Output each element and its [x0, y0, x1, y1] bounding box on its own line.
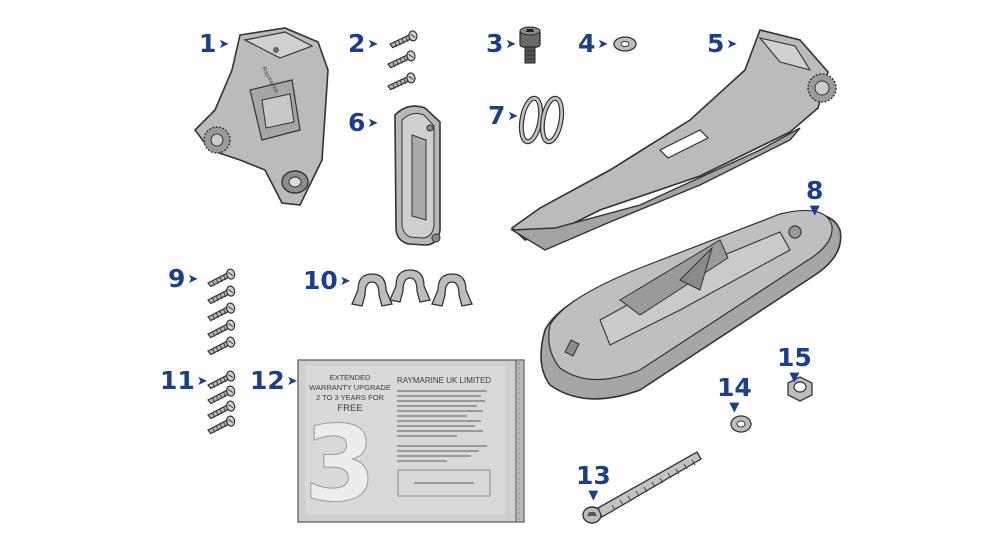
card-heading-line2: WARRANTY UPGRADE	[309, 383, 391, 392]
part-13-long-bolt	[582, 451, 702, 524]
callout-8: 8▼	[806, 176, 824, 218]
part-6-cover	[394, 105, 441, 246]
part-15-nut	[787, 376, 813, 402]
callout-13: 13▼	[576, 461, 611, 503]
callout-14: 14▼	[717, 373, 752, 415]
callout-7: 7➤	[488, 101, 519, 130]
part-8-base	[540, 209, 842, 400]
part-10-cable-clips	[351, 269, 473, 307]
part-5-arm	[509, 29, 837, 251]
card-company: RAYMARINE UK LIMITED	[397, 376, 491, 385]
callout-5: 5➤	[707, 29, 738, 58]
callout-10: 10➤	[303, 266, 351, 295]
part-2-screws	[385, 29, 419, 91]
part-3-cap-screw	[519, 26, 541, 64]
card-big-numeral: 3	[304, 403, 376, 525]
callout-15: 15▼	[777, 343, 812, 385]
part-14-washer	[730, 415, 752, 433]
part-7-o-rings	[518, 95, 565, 145]
callout-1: 1➤	[199, 29, 230, 58]
callout-9: 9➤	[168, 264, 199, 293]
part-1-bracket: Raymarine	[193, 27, 329, 206]
callout-3: 3➤	[486, 29, 517, 58]
card-heading-line3: 2 TO 3 YEARS FOR	[316, 393, 385, 402]
callout-12: 12➤	[250, 366, 298, 395]
callout-4: 4➤	[578, 29, 609, 58]
card-fine-print	[397, 390, 487, 462]
part-12-warranty-card: EXTENDED WARRANTY UPGRADE 2 TO 3 YEARS F…	[297, 359, 525, 526]
part-9-screws	[205, 267, 237, 356]
callout-6: 6➤	[348, 108, 379, 137]
part-11-screws	[205, 369, 237, 435]
card-heading-line1: EXTENDED	[330, 373, 371, 382]
part-4-washer	[613, 36, 637, 52]
card-heading-line4: FREE	[337, 403, 362, 414]
callout-2: 2➤	[348, 29, 379, 58]
callout-11: 11➤	[160, 366, 208, 395]
card-address-box	[397, 469, 491, 497]
